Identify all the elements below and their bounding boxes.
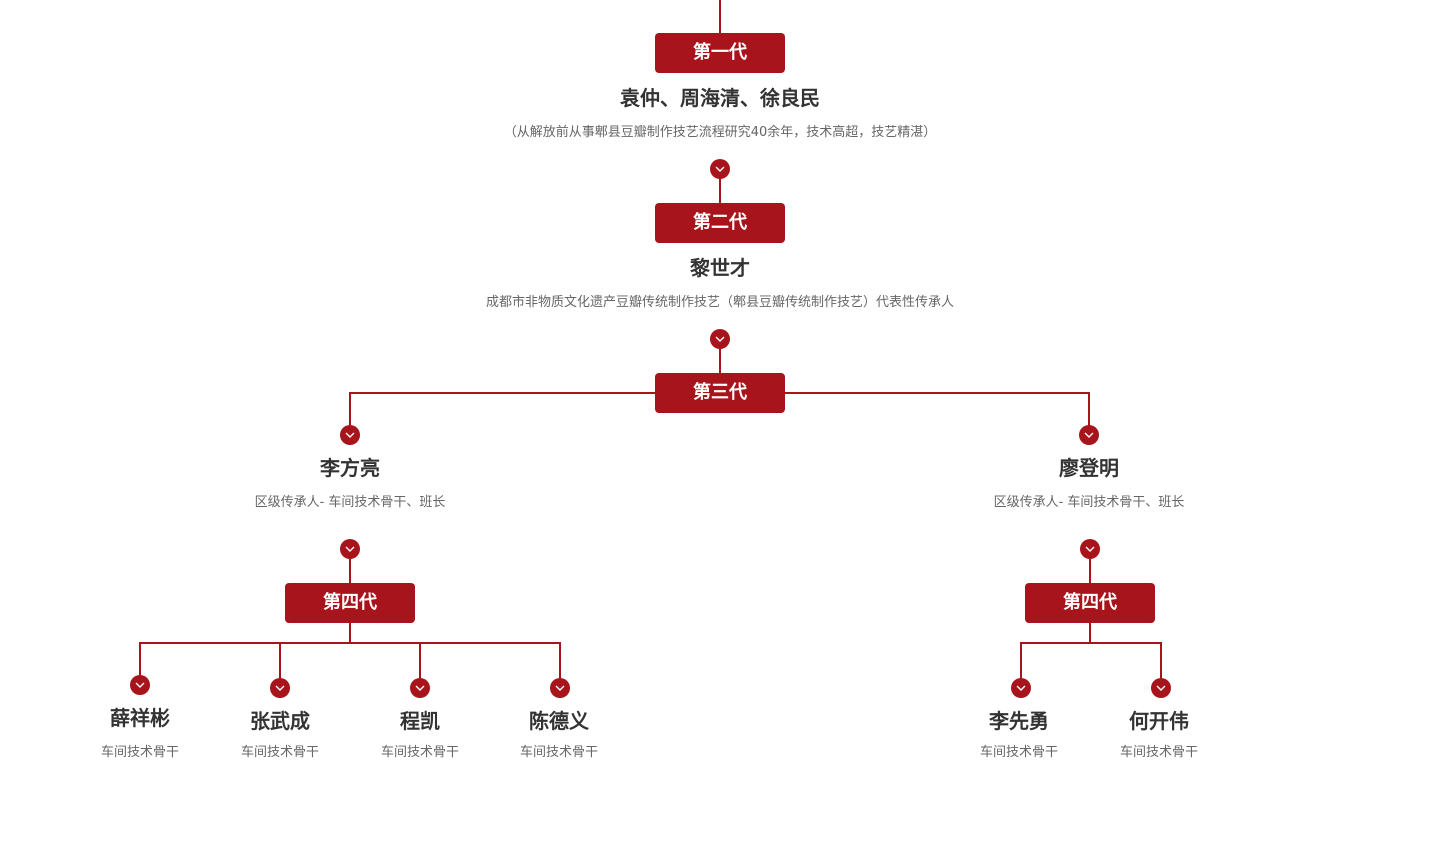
gen1-desc: （从解放前从事郫县豆瓣制作技艺流程研究40余年，技术高超，技艺精湛）: [503, 125, 937, 140]
connector-left-member-1: [139, 642, 141, 676]
gen1-badge: 第一代: [655, 33, 785, 73]
chevron-down-icon: [1151, 678, 1171, 698]
connector-gen1-gen2: [719, 178, 721, 203]
gen4-left-member-name: 陈德义: [529, 709, 589, 733]
connector-left-member-3: [419, 642, 421, 679]
gen4-left-badge: 第四代: [285, 583, 415, 623]
chevron-down-icon: [1011, 678, 1031, 698]
connector-right-gen4-branch: [1020, 642, 1162, 644]
gen4-left-member-desc: 车间技术骨干: [240, 745, 319, 760]
connector-left-gen4-drop: [349, 623, 351, 642]
connector-top: [719, 0, 721, 33]
gen3-right-desc: 区级传承人- 车间技术骨干、班长: [993, 495, 1185, 510]
connector-left-gen4: [349, 558, 351, 583]
connector-gen3-branch-left: [349, 392, 655, 394]
gen4-left-member-desc: 车间技术骨干: [380, 745, 459, 760]
gen3-right-name: 廖登明: [1059, 456, 1119, 480]
chevron-down-icon: [710, 159, 730, 179]
connector-right-gen4: [1089, 558, 1091, 583]
connector-right-member-2: [1160, 642, 1162, 679]
chevron-down-icon: [1079, 425, 1099, 445]
gen3-left-desc: 区级传承人- 车间技术骨干、班长: [254, 495, 446, 510]
gen2-badge: 第二代: [655, 203, 785, 243]
gen4-right-badge: 第四代: [1025, 583, 1155, 623]
connector-gen2-gen3: [719, 348, 721, 373]
gen4-left-member-desc: 车间技术骨干: [100, 745, 179, 760]
chevron-down-icon: [410, 678, 430, 698]
gen4-left-member-name: 薛祥彬: [110, 706, 170, 730]
chevron-down-icon: [550, 678, 570, 698]
gen4-right-member-name: 何开伟: [1129, 709, 1189, 733]
gen2-desc: 成都市非物质文化遗产豆瓣传统制作技艺（郫县豆瓣传统制作技艺）代表性传承人: [485, 295, 954, 310]
connector-left-member-4: [559, 642, 561, 679]
connector-gen3-drop-left: [349, 392, 351, 426]
gen4-left-member-name: 程凯: [400, 709, 440, 733]
chevron-down-icon: [710, 329, 730, 349]
chevron-down-icon: [340, 425, 360, 445]
chevron-down-icon: [340, 539, 360, 559]
connector-gen3-branch-right: [785, 392, 1090, 394]
gen4-right-member-desc: 车间技术骨干: [1119, 745, 1198, 760]
connector-gen3-drop-right: [1088, 392, 1090, 426]
gen3-badge: 第三代: [655, 373, 785, 413]
gen4-left-member-name: 张武成: [250, 709, 310, 733]
gen4-left-member-desc: 车间技术骨干: [519, 745, 598, 760]
connector-left-gen4-branch: [139, 642, 561, 644]
connector-right-gen4-drop: [1089, 623, 1091, 642]
gen2-names: 黎世才: [690, 256, 750, 280]
connector-right-member-1: [1020, 642, 1022, 679]
connector-left-member-2: [279, 642, 281, 679]
gen4-right-member-name: 李先勇: [989, 709, 1049, 733]
chevron-down-icon: [130, 675, 150, 695]
gen4-right-member-desc: 车间技术骨干: [979, 745, 1058, 760]
gen1-names: 袁仲、周海清、徐良民: [620, 86, 820, 110]
chevron-down-icon: [270, 678, 290, 698]
gen3-left-name: 李方亮: [320, 456, 380, 480]
chevron-down-icon: [1080, 539, 1100, 559]
